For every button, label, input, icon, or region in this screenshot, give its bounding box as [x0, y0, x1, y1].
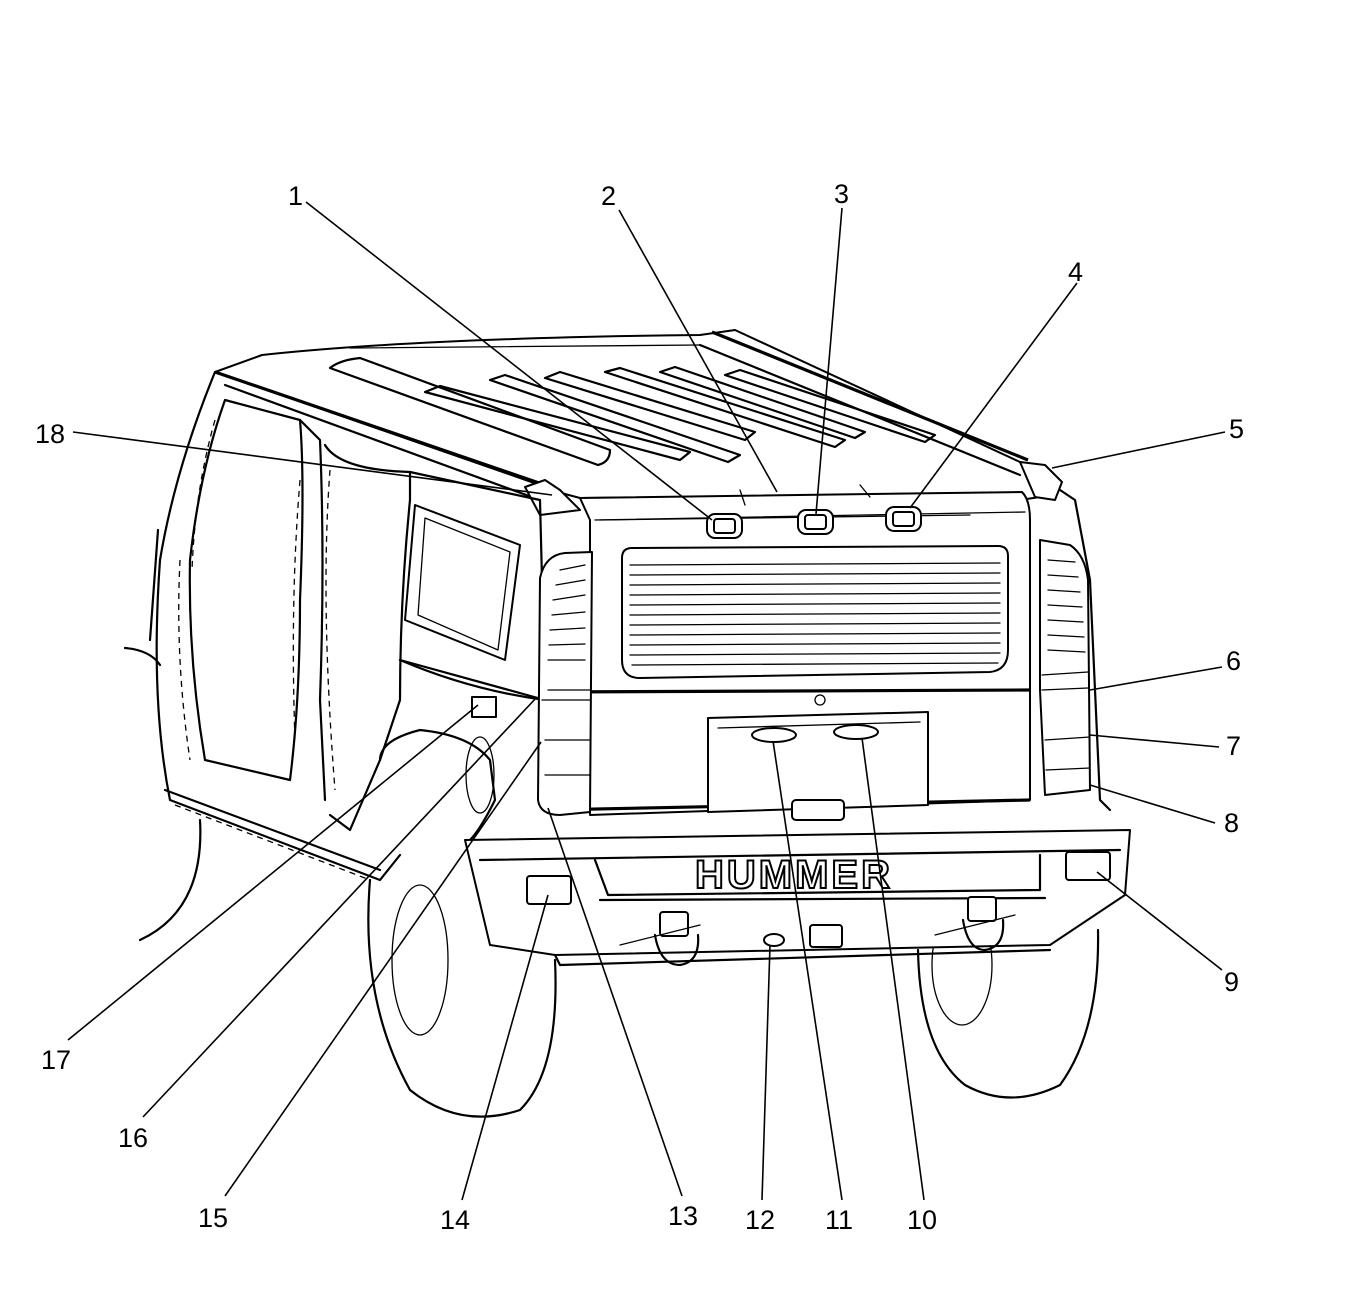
rear-bumper: HUMMER [464, 829, 1131, 967]
left-body-side [148, 370, 547, 882]
right-tow-hook [934, 896, 1016, 952]
callout-1: 1 [288, 181, 303, 211]
front-tire-outline [123, 646, 202, 942]
callout-17: 17 [41, 1045, 71, 1075]
left-rear-tire [367, 878, 557, 1118]
callout-15: 15 [198, 1203, 228, 1233]
callout-2: 2 [601, 181, 616, 211]
roof [214, 329, 1063, 516]
callout-10: 10 [907, 1205, 937, 1235]
callout-6: 6 [1226, 646, 1241, 676]
callout-3: 3 [834, 179, 849, 209]
callout-18: 18 [35, 419, 65, 449]
callout-7: 7 [1226, 731, 1241, 761]
left-tail-lamp [537, 551, 593, 816]
rear-window-defroster-lines [629, 562, 1001, 666]
callout-11: 11 [825, 1205, 853, 1235]
callout-13: 13 [668, 1201, 698, 1231]
callout-12: 12 [745, 1205, 775, 1235]
leader-lines [67, 201, 1226, 1201]
left-tow-hook [619, 911, 701, 967]
rear-body [547, 484, 1031, 821]
callout-4: 4 [1068, 257, 1083, 287]
hummer-badge: HUMMER [695, 853, 893, 897]
callout-9: 9 [1224, 967, 1239, 997]
callout-14: 14 [440, 1205, 470, 1235]
callout-5: 5 [1229, 414, 1244, 444]
callout-labels: 1 2 3 4 5 6 7 8 9 10 11 12 13 14 15 16 1… [35, 179, 1244, 1235]
callout-8: 8 [1224, 808, 1239, 838]
right-tail-lamp [1039, 488, 1112, 812]
callout-16: 16 [118, 1123, 148, 1153]
